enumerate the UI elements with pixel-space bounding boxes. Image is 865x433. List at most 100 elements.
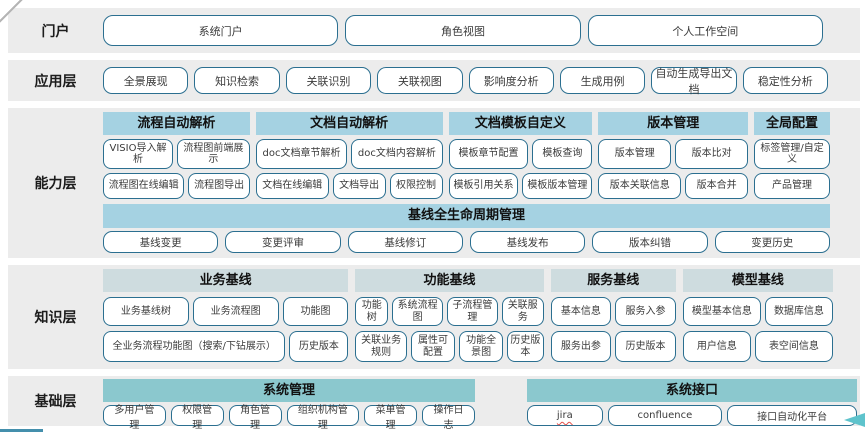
knowledge-item: 服务入参 bbox=[615, 297, 676, 326]
group-row: 关联业务规则属性可配置功能全景图历史版本 bbox=[355, 331, 544, 362]
group-title: 系统管理 bbox=[103, 379, 475, 402]
layer-portal: 门户 系统门户角色视图个人工作空间 bbox=[8, 8, 860, 53]
portal-item: 角色视图 bbox=[345, 15, 581, 46]
baseline-item: 基线修订 bbox=[347, 231, 463, 253]
knowledge-item: 子流程管理 bbox=[447, 297, 498, 326]
capability-item: doc文档内容解析 bbox=[351, 139, 443, 169]
knowledge-item: 业务流程图 bbox=[192, 297, 279, 326]
capability-item: 模板查询 bbox=[532, 139, 593, 169]
application-items: 全景展现知识检索关联识别关联视图影响度分析生成用例自动生成导出文档稳定性分析 bbox=[103, 67, 828, 96]
group-title: 模型基线 bbox=[682, 269, 833, 292]
foundation-item: 接口自动化平台 bbox=[727, 405, 858, 426]
application-item: 关联视图 bbox=[377, 67, 463, 94]
group-title: 系统接口 bbox=[527, 379, 857, 402]
baseline-item: 变更评审 bbox=[225, 231, 341, 253]
group-row: 产品管理 bbox=[754, 173, 830, 199]
baseline-items: 基线变更变更评审基线修订基线发布版本纠错变更历史 bbox=[103, 231, 830, 253]
application-item: 知识检索 bbox=[194, 67, 280, 94]
knowledge-item: 数据库信息 bbox=[764, 297, 833, 326]
group-title: 文档自动解析 bbox=[255, 112, 443, 135]
group-row: 流程图在线编辑流程图导出 bbox=[103, 173, 250, 199]
capability-item: 权限控制 bbox=[389, 173, 443, 199]
capability-item: 版本管理 bbox=[598, 139, 672, 169]
knowledge-item: 历史版本 bbox=[507, 331, 544, 362]
knowledge-item: 模型基本信息 bbox=[682, 297, 761, 326]
layer-foundation: 基础层 系统管理 多用户管理权限管理角色管理组织机构管理菜单管理操作日志 系统接… bbox=[8, 376, 860, 431]
knowledge-item: 用户信息 bbox=[682, 331, 751, 362]
group-title: 功能基线 bbox=[355, 269, 544, 292]
layer-knowledge: 知识层 业务基线 业务基线树业务流程图功能图 全业务流程功能图（搜索/下钻展示）… bbox=[8, 265, 860, 369]
layer-foundation-label: 基础层 bbox=[34, 394, 77, 410]
capability-groups: 流程自动解析 VISIO导入解析流程图前端展示 流程图在线编辑流程图导出 文档自… bbox=[103, 112, 830, 199]
portal-items: 系统门户角色视图个人工作空间 bbox=[103, 15, 823, 46]
group-title: 流程自动解析 bbox=[103, 112, 250, 135]
group-row: 用户信息表空间信息 bbox=[682, 331, 833, 362]
layer-portal-label: 门户 bbox=[41, 23, 70, 40]
capability-item: 产品管理 bbox=[754, 173, 830, 199]
group-row: 业务基线树业务流程图功能图 bbox=[103, 297, 349, 326]
layer-application: 应用层 全景展现知识检索关联识别关联视图影响度分析生成用例自动生成导出文档稳定性… bbox=[8, 60, 860, 101]
knowledge-group-model-baseline: 模型基线 模型基本信息数据库信息 用户信息表空间信息 bbox=[682, 269, 833, 365]
capability-item: 流程图前端展示 bbox=[176, 139, 250, 169]
layer-knowledge-label: 知识层 bbox=[34, 310, 77, 326]
capability-item: 模板版本管理 bbox=[522, 173, 593, 199]
group-title: 版本管理 bbox=[598, 112, 749, 135]
knowledge-item: 业务基线树 bbox=[103, 297, 189, 326]
knowledge-item: 功能树 bbox=[355, 297, 389, 326]
capability-item: 流程图导出 bbox=[188, 173, 250, 199]
knowledge-group-business-baseline: 业务基线 业务基线树业务流程图功能图 全业务流程功能图（搜索/下钻展示）历史版本 bbox=[103, 269, 349, 365]
knowledge-content: 业务基线 业务基线树业务流程图功能图 全业务流程功能图（搜索/下钻展示）历史版本… bbox=[103, 269, 833, 365]
baseline-item: 基线变更 bbox=[103, 231, 219, 253]
group-title: 业务基线 bbox=[103, 269, 349, 292]
knowledge-item: 全业务流程功能图（搜索/下钻展示） bbox=[103, 331, 286, 362]
bottom-accent-line bbox=[0, 429, 43, 432]
foundation-item: 角色管理 bbox=[228, 405, 282, 431]
capability-item: VISIO导入解析 bbox=[103, 139, 173, 169]
group-row: 模板章节配置模板查询 bbox=[448, 139, 593, 169]
knowledge-item: 关联业务规则 bbox=[355, 331, 408, 362]
foundation-item: 多用户管理 bbox=[103, 405, 166, 431]
group-title: 服务基线 bbox=[550, 269, 676, 292]
knowledge-item: 关联服务 bbox=[501, 297, 544, 326]
capability-item: 文档在线编辑 bbox=[255, 173, 329, 199]
group-row: 多用户管理权限管理角色管理组织机构管理菜单管理操作日志 bbox=[103, 405, 476, 431]
capability-group-process-parse: 流程自动解析 VISIO导入解析流程图前端展示 流程图在线编辑流程图导出 bbox=[103, 112, 250, 199]
knowledge-item: 表空间信息 bbox=[754, 331, 833, 362]
capability-item: 版本合并 bbox=[685, 173, 749, 199]
capability-item: 版本比对 bbox=[675, 139, 749, 169]
capability-group-global-config: 全局配置 标签管理/自定义 产品管理 bbox=[754, 112, 830, 199]
layer-capability: 能力层 流程自动解析 VISIO导入解析流程图前端展示 流程图在线编辑流程图导出… bbox=[8, 108, 860, 258]
capability-item: doc文档章节解析 bbox=[255, 139, 348, 169]
group-row: VISIO导入解析流程图前端展示 bbox=[103, 139, 250, 169]
group-row: 全业务流程功能图（搜索/下钻展示）历史版本 bbox=[103, 331, 349, 362]
knowledge-item: 属性可配置 bbox=[411, 331, 456, 362]
capability-item: 文档导出 bbox=[332, 173, 386, 199]
application-item: 影响度分析 bbox=[468, 67, 554, 94]
foundation-groups: 系统管理 多用户管理权限管理角色管理组织机构管理菜单管理操作日志 系统接口 ji… bbox=[103, 379, 858, 431]
capability-item: 流程图在线编辑 bbox=[103, 173, 185, 199]
application-item: 关联识别 bbox=[285, 67, 372, 94]
foundation-item: jira bbox=[527, 405, 603, 426]
foundation-item: 操作日志 bbox=[422, 405, 476, 431]
group-row: 服务出参历史版本 bbox=[550, 331, 676, 362]
application-item: 自动生成导出文档 bbox=[651, 67, 737, 96]
baseline-lifecycle-title: 基线全生命周期管理 bbox=[103, 204, 830, 228]
knowledge-item: 系统流程图 bbox=[392, 297, 443, 326]
application-item: 稳定性分析 bbox=[742, 67, 828, 94]
group-row: 标签管理/自定义 bbox=[754, 139, 830, 169]
knowledge-item: 历史版本 bbox=[289, 331, 349, 362]
capability-item: 标签管理/自定义 bbox=[754, 139, 830, 169]
foundation-item: confluence bbox=[607, 405, 723, 426]
knowledge-groups: 业务基线 业务基线树业务流程图功能图 全业务流程功能图（搜索/下钻展示）历史版本… bbox=[103, 269, 833, 365]
capability-item: 模板章节配置 bbox=[448, 139, 529, 169]
group-row: 版本管理版本比对 bbox=[598, 139, 749, 169]
corner-cut-decoration bbox=[0, 0, 30, 30]
layer-application-label: 应用层 bbox=[34, 73, 77, 90]
knowledge-group-function-baseline: 功能基线 功能树系统流程图子流程管理关联服务 关联业务规则属性可配置功能全景图历… bbox=[355, 269, 544, 365]
application-item: 生成用例 bbox=[559, 67, 646, 94]
group-row: 文档在线编辑文档导出权限控制 bbox=[255, 173, 443, 199]
group-row: 基本信息服务入参 bbox=[550, 297, 676, 326]
